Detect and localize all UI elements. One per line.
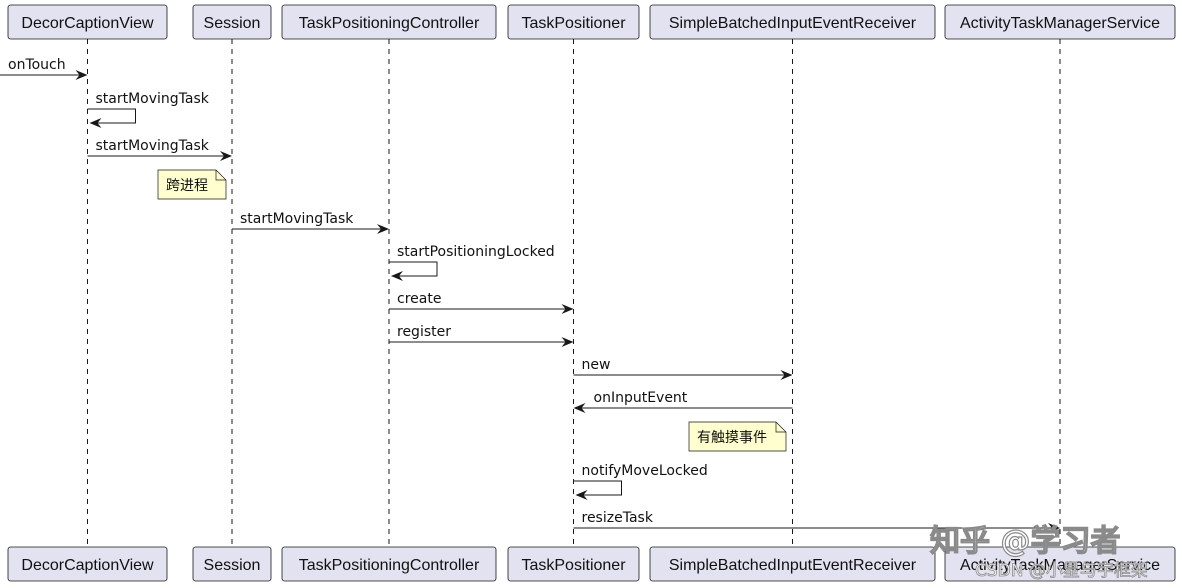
participant-box [7,4,168,40]
message-label: startMovingTask [240,211,354,227]
participant-box [944,546,1176,582]
message-8: onInputEvent [573,390,793,413]
self-message-arrow [87,108,136,128]
message-2: startMovingTask [87,138,232,161]
participant-box [192,4,272,40]
participant-decor-top: DecorCaptionView [7,4,168,40]
note-text: 跨进程 [166,178,208,194]
participant-box [944,4,1176,40]
message-0: onTouch [0,57,88,80]
participant-session-bottom: Session [192,546,272,582]
self-message-arrow [389,261,438,281]
message-label: register [397,324,451,340]
participant-session-top: Session [192,4,272,40]
participant-box [507,546,640,582]
message-label: onTouch [8,57,66,73]
participant-sbier-top: SimpleBatchedInputEventReceiver [649,4,936,40]
participant-box [649,4,936,40]
note-sbier: 有触摸事件 [688,421,787,452]
participant-label: DecorCaptionView [21,557,154,574]
messages: onTouch startMovingTask startMovingTask sta… [0,57,1060,533]
message-label: create [397,291,441,307]
participant-tpc-bottom: TaskPositioningController [281,546,497,582]
participant-label: SimpleBatchedInputEventReceiver [669,557,917,574]
message-5: create [389,291,574,314]
participant-label: TaskPositioner [521,15,626,32]
participant-sbier-bottom: SimpleBatchedInputEventReceiver [649,546,936,582]
participant-box [7,546,168,582]
message-label: notifyMoveLocked [582,463,708,479]
note-box [688,421,787,452]
participant-box [192,546,272,582]
message-1: startMovingTask [87,91,210,128]
note-session: 跨进程 [157,169,227,200]
watermark-primary: 知乎 @学习者 [930,524,1120,559]
message-label: startMovingTask [96,138,210,154]
participant-label: Session [204,15,261,32]
note-fold [775,422,786,433]
message-7: new [573,357,793,380]
participant-label: ActivityTaskManagerService [960,15,1160,32]
participant-atms-bottom: ActivityTaskManagerService [944,546,1176,582]
watermark: 知乎 @学习者 CSDN @小星与宇框架 [929,523,1148,581]
participant-label: TaskPositioner [521,557,626,574]
participant-atms-top: ActivityTaskManagerService [944,4,1176,40]
message-3: startMovingTask [232,211,389,234]
participant-box [649,546,936,582]
participant-decor-bottom: DecorCaptionView [7,546,168,582]
message-10: resizeTask [573,510,1060,533]
participant-label: Session [204,557,261,574]
participant-box [281,4,497,40]
participant-box [507,4,640,40]
message-4: startPositioningLocked [389,244,555,281]
participant-label: DecorCaptionView [21,15,154,32]
participant-box [281,546,497,582]
message-label: onInputEvent [594,390,688,406]
participant-tp-bottom: TaskPositioner [507,546,640,582]
message-label: new [582,357,611,373]
message-9: notifyMoveLocked [573,463,708,500]
participant-label: TaskPositioningController [299,557,480,574]
message-label: resizeTask [582,510,654,526]
participant-tpc-top: TaskPositioningController [281,4,497,40]
participants-top: DecorCaptionView Session TaskPositioningCo… [7,4,1176,40]
note-text: 有触摸事件 [697,430,767,446]
participant-tp-top: TaskPositioner [507,4,640,40]
message-label: startMovingTask [96,91,210,107]
self-message-arrow [573,480,622,500]
message-6: register [389,324,574,347]
lifelines [87,39,1061,547]
participant-label: ActivityTaskManagerService [960,557,1160,574]
message-label: startPositioningLocked [397,244,555,260]
participant-label: TaskPositioningController [299,15,480,32]
participants-bottom: DecorCaptionView Session TaskPositioningCo… [7,546,1176,582]
watermark-secondary: CSDN @小星与宇框架 [975,561,1148,581]
note-fold [215,170,226,181]
note-box [157,169,227,200]
participant-label: SimpleBatchedInputEventReceiver [669,15,917,32]
